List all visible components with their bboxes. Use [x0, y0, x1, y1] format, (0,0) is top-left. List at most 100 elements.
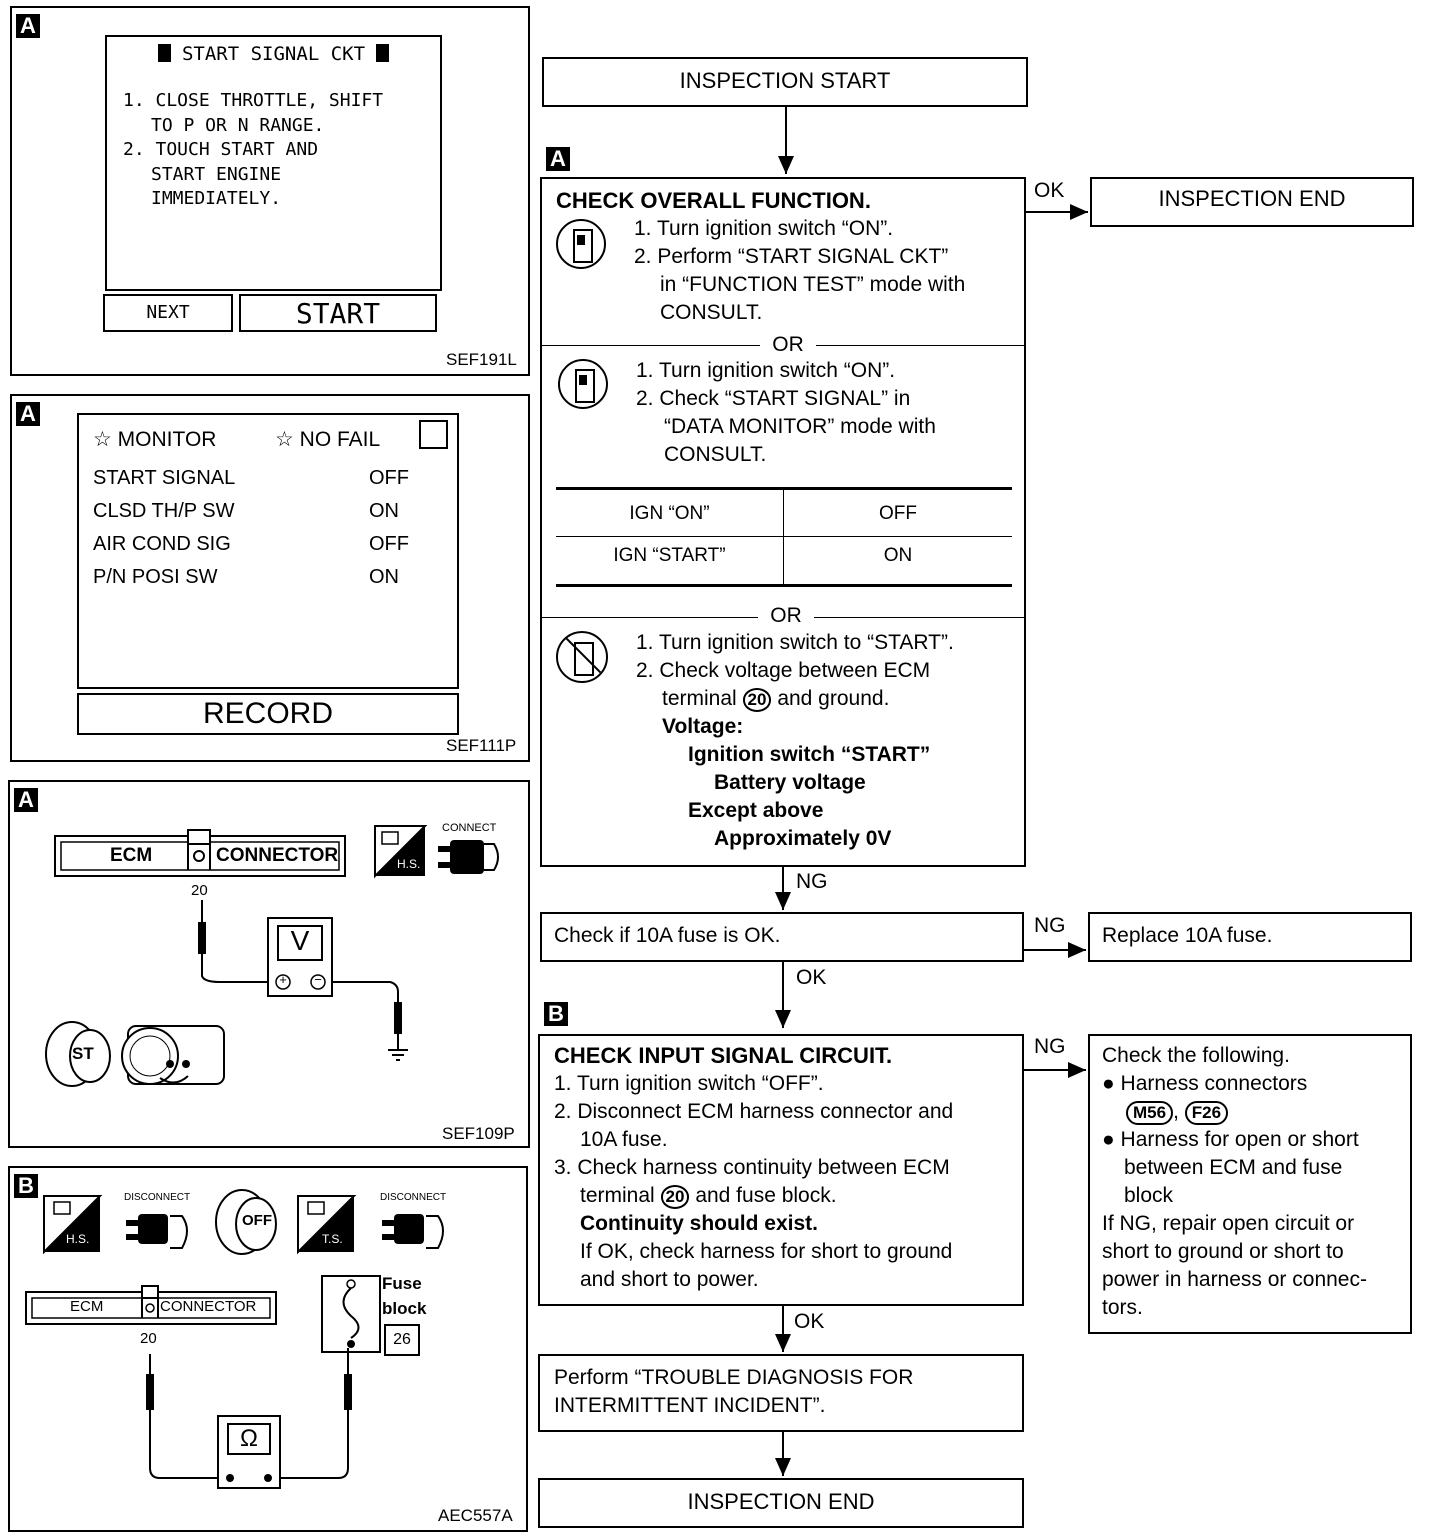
inspection-end-box: INSPECTION END — [1090, 177, 1414, 227]
start-button[interactable]: START — [239, 294, 437, 332]
voltage-value: Battery voltage — [714, 771, 866, 794]
table-cell: IGN “START” — [613, 545, 726, 566]
panel-function-test: A START SIGNAL CKT 1. CLOSE THROTTLE, SH… — [10, 6, 530, 376]
manual-step: 1. Turn ignition switch to “START”. — [636, 631, 954, 654]
check-input-signal-box: CHECK INPUT SIGNAL CIRCUIT. 1. Turn igni… — [538, 1034, 1024, 1306]
connector-ids: M56, F26 — [1126, 1098, 1229, 1126]
screen-step-2c: IMMEDIATELY. — [151, 188, 282, 209]
manual-step-terminal: terminal 20 and ground. — [662, 687, 890, 712]
ecm-label: ECM — [110, 845, 153, 866]
manual-step: 2. Check voltage between ECM — [636, 659, 931, 682]
or-label: OR — [760, 331, 816, 359]
connector-label: CONNECTOR — [160, 1298, 257, 1315]
replace-fuse-box: Replace 10A fuse. — [1088, 912, 1412, 962]
step-tag-b: B — [544, 1002, 568, 1026]
screen-step-1b: TO P OR N RANGE. — [151, 115, 325, 136]
panel-voltage-measurement: A ECM CONNECTOR H. — [8, 780, 530, 1148]
terminal-number: 20 — [140, 1330, 157, 1347]
step-title: CHECK INPUT SIGNAL CIRCUIT. — [554, 1043, 893, 1068]
hs-label: H.S. — [397, 857, 421, 871]
monitor-row-name: START SIGNAL — [93, 467, 236, 489]
step-title: CHECK OVERALL FUNCTION. — [556, 188, 871, 213]
minus-terminal: − — [314, 972, 322, 987]
fuse-check-box: Check if 10A fuse is OK. — [540, 912, 1024, 962]
monitor-row-value: OFF — [369, 533, 409, 555]
figure-code: SEF191L — [446, 350, 517, 369]
inspection-end-box: INSPECTION END — [538, 1478, 1024, 1528]
terminal-number: 20 — [191, 882, 208, 899]
connect-label: CONNECT — [442, 822, 497, 834]
fuse-block-label: block — [382, 1299, 427, 1318]
plus-terminal: + — [279, 972, 287, 987]
voltage-condition: Ignition switch “START” — [688, 743, 931, 766]
voltage-value: Approximately 0V — [714, 827, 892, 850]
step-tag-a: A — [546, 147, 570, 171]
screen-step-2b: START ENGINE — [151, 164, 282, 185]
consult-icon — [556, 219, 606, 269]
table-cell: IGN “ON” — [629, 503, 710, 524]
disconnect-label: DISCONNECT — [124, 1192, 191, 1203]
ok-label: OK — [796, 966, 827, 989]
consult-step: 1. Turn ignition switch “ON”. — [636, 359, 896, 382]
key-st-label: ST — [72, 1044, 94, 1063]
consult-screen: START SIGNAL CKT 1. CLOSE THROTTLE, SHIF… — [105, 35, 442, 291]
no-consult-icon — [556, 631, 608, 683]
panel-tag: B — [14, 1174, 38, 1198]
nofail-checkbox[interactable] — [419, 420, 448, 449]
figure-code: AEC557A — [438, 1506, 513, 1525]
panel-tag: A — [16, 14, 40, 38]
record-button[interactable]: RECORD — [77, 693, 459, 735]
ok-label: OK — [794, 1310, 825, 1333]
consult-step: in “FUNCTION TEST” mode with — [660, 273, 966, 296]
monitor-row-name: CLSD TH/P SW — [93, 500, 235, 522]
voltage-wiring-diagram — [45, 825, 499, 1087]
figure-code: SEF109P — [442, 1124, 515, 1143]
connector-badge: M56 — [1126, 1101, 1174, 1125]
panel-tag: A — [14, 788, 38, 812]
ok-label: OK — [1034, 179, 1065, 202]
ecm-label: ECM — [70, 1298, 104, 1315]
panel-data-monitor: A ☆ MONITOR ☆ NO FAIL START SIGNAL OFF C… — [10, 394, 530, 762]
star-icon: ☆ — [275, 428, 294, 451]
consult-step: CONSULT. — [660, 301, 763, 324]
nofail-header: ☆ NO FAIL — [275, 428, 381, 451]
panel-tag: A — [16, 402, 40, 426]
monitor-row-value: OFF — [369, 467, 409, 489]
figure-code: SEF111P — [446, 736, 517, 755]
panel-continuity-check: B H.S. DIS — [8, 1166, 528, 1532]
voltage-label: Voltage: — [662, 715, 744, 738]
terminal-line: terminal 20 and fuse block. — [580, 1184, 837, 1209]
connector-badge: F26 — [1184, 1101, 1229, 1125]
star-icon: ☆ — [93, 428, 112, 451]
monitor-row-value: ON — [369, 566, 399, 588]
terminal-badge: 20 — [660, 1185, 690, 1209]
connector-label: CONNECTOR — [216, 845, 339, 866]
ng-label: NG — [796, 870, 828, 893]
hs-label: H.S. — [66, 1232, 90, 1246]
consult-icon — [558, 359, 608, 409]
bullet-item: ● Harness for open or short — [1102, 1128, 1359, 1151]
table-cell: ON — [883, 545, 913, 566]
screen-step-1: 1. CLOSE THROTTLE, SHIFT — [123, 90, 384, 111]
ohmmeter-label: Ω — [240, 1425, 258, 1452]
disconnect-label: DISCONNECT — [380, 1192, 447, 1203]
check-following-box: Check the following. ● Harness connector… — [1088, 1034, 1412, 1334]
terminal-badge: 20 — [742, 688, 772, 712]
consult-step: “DATA MONITOR” mode with — [664, 415, 936, 438]
monitor-header: ☆ MONITOR — [93, 428, 217, 451]
monitor-row-name: AIR COND SIG — [93, 533, 231, 555]
ts-label: T.S. — [322, 1232, 343, 1246]
or-label: OR — [758, 602, 814, 630]
consult-step: 2. Check “START SIGNAL” in — [636, 387, 911, 410]
consult-step: CONSULT. — [664, 443, 767, 466]
monitor-row-value: ON — [369, 500, 399, 522]
voltmeter-label: V — [290, 925, 310, 956]
screen-title: START SIGNAL CKT — [107, 41, 440, 67]
continuity-wiring-diagram — [25, 1189, 444, 1489]
key-off-label: OFF — [242, 1212, 272, 1229]
table-cell: OFF — [879, 503, 917, 524]
fuse-number: 26 — [384, 1324, 420, 1356]
next-button[interactable]: NEXT — [103, 294, 233, 332]
check-overall-function-box: CHECK OVERALL FUNCTION. 1. Turn ignition… — [540, 177, 1026, 867]
